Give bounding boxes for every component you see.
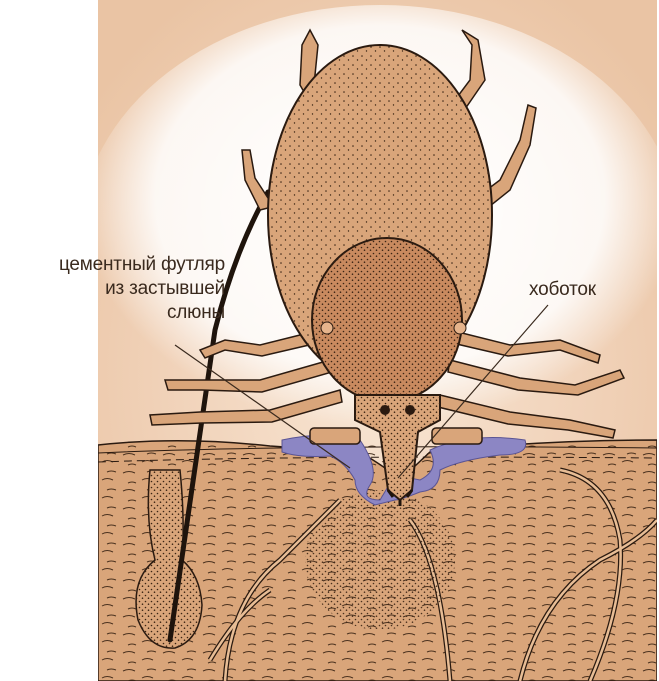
proboscis-label: хоботок — [529, 278, 596, 302]
cement-case-label-line-3: слюны — [167, 301, 225, 325]
blood-pool — [305, 490, 455, 630]
cement-case-label-line-2: из застывшей — [105, 277, 225, 301]
cement-case-label-line-1: цементный футляр — [59, 253, 225, 277]
